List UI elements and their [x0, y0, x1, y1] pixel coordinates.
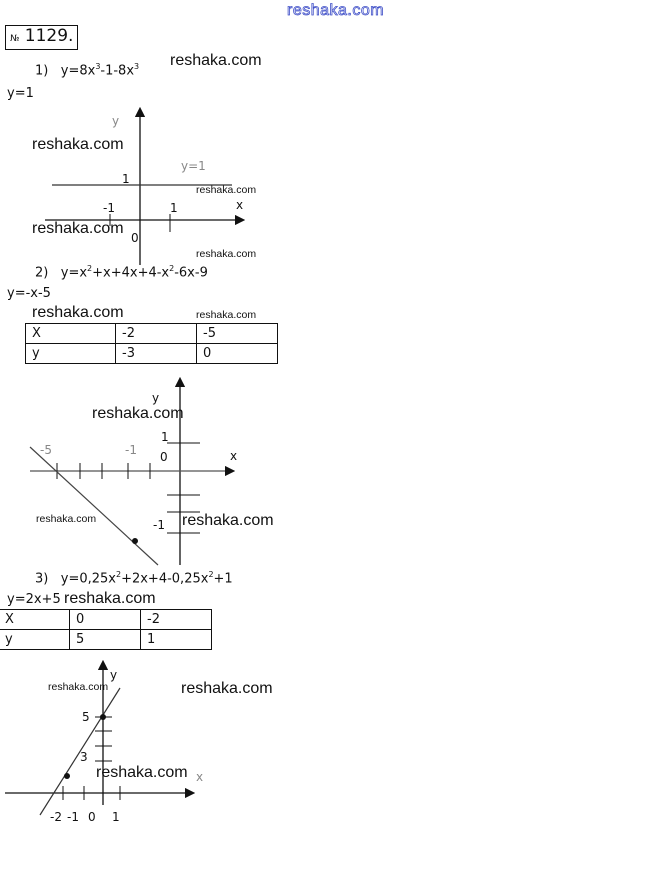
point — [132, 538, 138, 544]
point — [100, 714, 106, 720]
tick-label: -1 — [103, 201, 115, 215]
tick-label: -2 — [50, 810, 62, 824]
tick-label: 1 — [170, 201, 178, 215]
tick-label: 1 — [161, 430, 169, 444]
part3-result: y=2x+5 — [7, 592, 61, 607]
site-watermark: reshaka.com — [287, 2, 385, 20]
watermark: reshaka.com — [92, 405, 184, 422]
tick-label: -1 — [125, 443, 137, 457]
tick-label: 1 — [122, 172, 130, 186]
graph-line — [29, 446, 159, 566]
origin-label: 0 — [131, 231, 139, 245]
watermark: reshaka.com — [196, 309, 257, 321]
graph-2: y 1 -5 -1 0 x -1 — [29, 376, 237, 566]
graph-3: y 5 3 -2 -1 0 1 x — [5, 659, 203, 824]
part1-result: y=1 — [7, 86, 34, 101]
watermark: reshaka.com — [32, 304, 124, 321]
point — [64, 773, 70, 779]
watermark: reshaka.com — [48, 681, 109, 693]
watermark: reshaka.com — [196, 248, 257, 260]
y-label: y — [152, 391, 159, 405]
tick-label: -1 — [67, 810, 79, 824]
part1-equation: 1) y=8x3-1-8x3 — [35, 62, 140, 79]
x-label: x — [230, 449, 237, 463]
number-value: 1129. — [24, 26, 74, 46]
table-row: X-2-5 — [25, 323, 278, 344]
watermark: reshaka.com — [182, 512, 274, 529]
y-label: y — [110, 668, 117, 682]
origin-label: 0 — [88, 810, 96, 824]
y-label: y — [112, 114, 119, 128]
tick-label: -5 — [40, 443, 52, 457]
tick-label: 1 — [112, 810, 120, 824]
number-prefix: № — [10, 34, 20, 44]
watermark: reshaka.com — [181, 680, 273, 697]
line-label: y=1 — [181, 159, 206, 173]
watermark: reshaka.com — [32, 220, 124, 237]
origin-label: 0 — [160, 450, 168, 464]
x-label: x — [196, 770, 203, 784]
watermark: reshaka.com — [32, 136, 124, 153]
tick-label: 5 — [82, 710, 90, 724]
part2-result: y=-x-5 — [7, 286, 51, 301]
part2-equation: 2) y=x2+x+4x+4-x2-6x-9 — [35, 264, 208, 281]
watermark: reshaka.com — [64, 590, 156, 607]
x-label: x — [236, 198, 243, 212]
graph-1: y 1 y=1 -1 1 x 0 — [45, 106, 246, 265]
watermark: reshaka.com — [170, 52, 262, 69]
tick-label: 3 — [80, 750, 88, 764]
tick-label: -1 — [153, 518, 165, 532]
watermark: reshaka.com — [36, 513, 97, 525]
graph-line — [39, 687, 121, 816]
part3-equation: 3) y=0,25x2+2x+4-0,25x2+1 — [35, 570, 233, 587]
problem-number: № 1129. — [5, 25, 79, 50]
watermark: reshaka.com — [196, 184, 257, 196]
watermark: reshaka.com — [96, 764, 188, 781]
